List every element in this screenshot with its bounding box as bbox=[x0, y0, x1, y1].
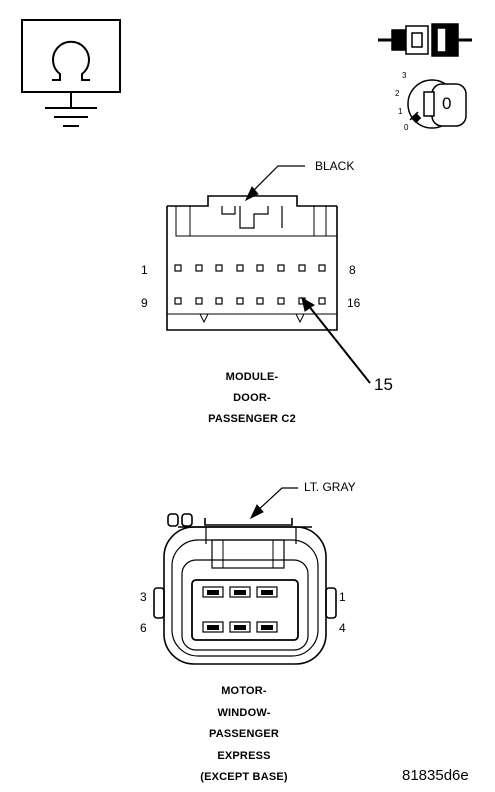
key-position-0: 0 bbox=[404, 123, 409, 132]
c2-pin-cavities bbox=[174, 264, 326, 305]
lt-gray-color-leader bbox=[249, 487, 298, 520]
key-face-label: 0 bbox=[442, 94, 452, 113]
motor-pin-1-label: 1 bbox=[339, 590, 346, 604]
figure-code: 81835d6e bbox=[402, 767, 469, 784]
connector-plug-icon bbox=[378, 23, 472, 57]
motor-pin-terminals bbox=[202, 586, 278, 633]
motor-title-line-2: WINDOW- bbox=[217, 707, 271, 719]
c2-pin-cavity bbox=[277, 264, 285, 272]
c2-pin-8-label: 8 bbox=[349, 263, 356, 277]
c2-pin-cavity bbox=[236, 297, 244, 305]
c2-pin-9-label: 9 bbox=[141, 296, 148, 310]
motor-title-line-5: (EXCEPT BASE) bbox=[200, 771, 288, 783]
c2-title-line-1: MODULE- bbox=[225, 371, 279, 383]
motor-title-line-4: EXPRESS bbox=[217, 750, 271, 762]
motor-pin-contact bbox=[261, 625, 273, 630]
motor-title-line-3: PASSENGER bbox=[208, 728, 280, 740]
motor-pin-contact bbox=[207, 625, 219, 630]
motor-title-line-1: MOTOR- bbox=[221, 685, 267, 697]
c2-title-line-2: DOOR- bbox=[233, 392, 271, 404]
c2-pin-1-label: 1 bbox=[141, 263, 148, 277]
c2-pin-cavity bbox=[318, 264, 326, 272]
pin-15-leader bbox=[301, 296, 371, 384]
c2-pin-cavity bbox=[174, 297, 182, 305]
c2-pin-cavity bbox=[256, 264, 264, 272]
c2-pin-cavity bbox=[236, 264, 244, 272]
motor-pin-6-label: 6 bbox=[140, 621, 147, 635]
c2-pin-cavity bbox=[215, 264, 223, 272]
motor-pin-3-label: 3 bbox=[140, 590, 147, 604]
motor-pin-contact bbox=[234, 625, 246, 630]
black-color-leader bbox=[244, 165, 305, 202]
c2-callout-pin-15: 15 bbox=[374, 375, 393, 394]
motor-pin-contact bbox=[207, 590, 219, 595]
motor-pin-contact bbox=[234, 590, 246, 595]
motor-connector-outline bbox=[153, 513, 337, 665]
key-position-1: 1 bbox=[398, 107, 403, 116]
key-position-3: 3 bbox=[402, 71, 407, 80]
c2-pin-cavity bbox=[256, 297, 264, 305]
c2-pin-cavity bbox=[195, 297, 203, 305]
c2-pin-cavity bbox=[174, 264, 182, 272]
c2-pin-cavity bbox=[277, 297, 285, 305]
motor-pin-contact bbox=[261, 590, 273, 595]
motor-pin-4-label: 4 bbox=[339, 621, 346, 635]
c2-pin-cavity bbox=[298, 264, 306, 272]
ohmmeter-ground-icon bbox=[21, 19, 121, 127]
c2-pin-cavity bbox=[195, 264, 203, 272]
ignition-key-icon bbox=[407, 79, 467, 129]
c2-title-line-3: PASSENGER C2 bbox=[208, 413, 296, 425]
motor-color-label: LT. GRAY bbox=[304, 480, 356, 494]
c2-color-label: BLACK bbox=[315, 159, 355, 173]
c2-pin-cavity bbox=[215, 297, 223, 305]
key-position-2: 2 bbox=[395, 89, 400, 98]
c2-pin-16-label: 16 bbox=[347, 296, 361, 310]
c2-pin-cavity bbox=[318, 297, 326, 305]
